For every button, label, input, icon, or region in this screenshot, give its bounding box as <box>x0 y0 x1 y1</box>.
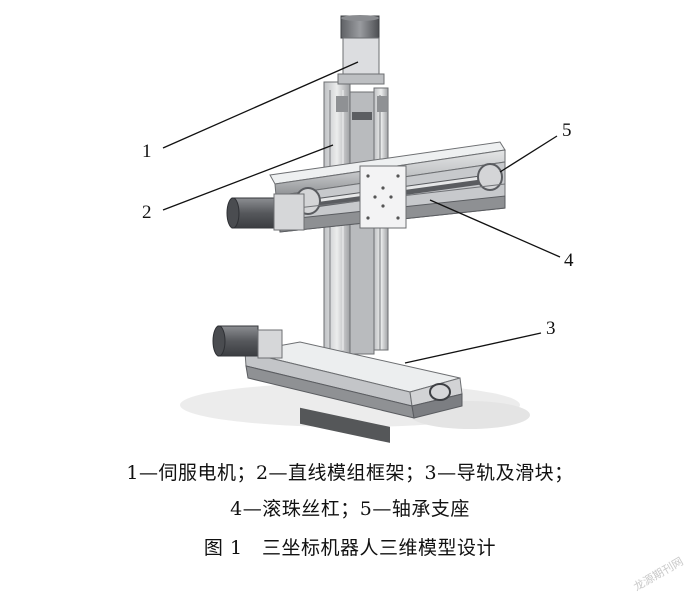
base-linear-module <box>244 341 463 443</box>
leader-lines <box>162 61 561 364</box>
callout-4: 4 <box>564 250 574 271</box>
leader-line-2 <box>162 144 334 211</box>
slider-plate <box>359 165 407 229</box>
caption-legend-line-1: 1—伺服电机；2—直线模组框架；3—导轨及滑块； <box>126 462 574 484</box>
callout-1: 1 <box>142 141 152 162</box>
leader-line-4 <box>429 199 561 258</box>
callout-5: 5 <box>562 120 572 141</box>
base-servo-motor <box>212 325 283 359</box>
figure-caption: 图 1 三坐标机器人三维模型设计 <box>203 537 497 559</box>
caption-legend-line-2: 4—滚珠丝杠；5—轴承支座 <box>230 498 470 520</box>
horizontal-servo-motor <box>226 193 305 231</box>
leader-line-3 <box>404 332 542 364</box>
callout-2: 2 <box>142 202 152 223</box>
robot-3d-model-drawing <box>162 15 561 443</box>
top-servo-motor <box>337 15 385 85</box>
leader-line-5 <box>499 135 558 173</box>
callout-3: 3 <box>546 318 556 339</box>
leader-line-1 <box>162 61 359 149</box>
